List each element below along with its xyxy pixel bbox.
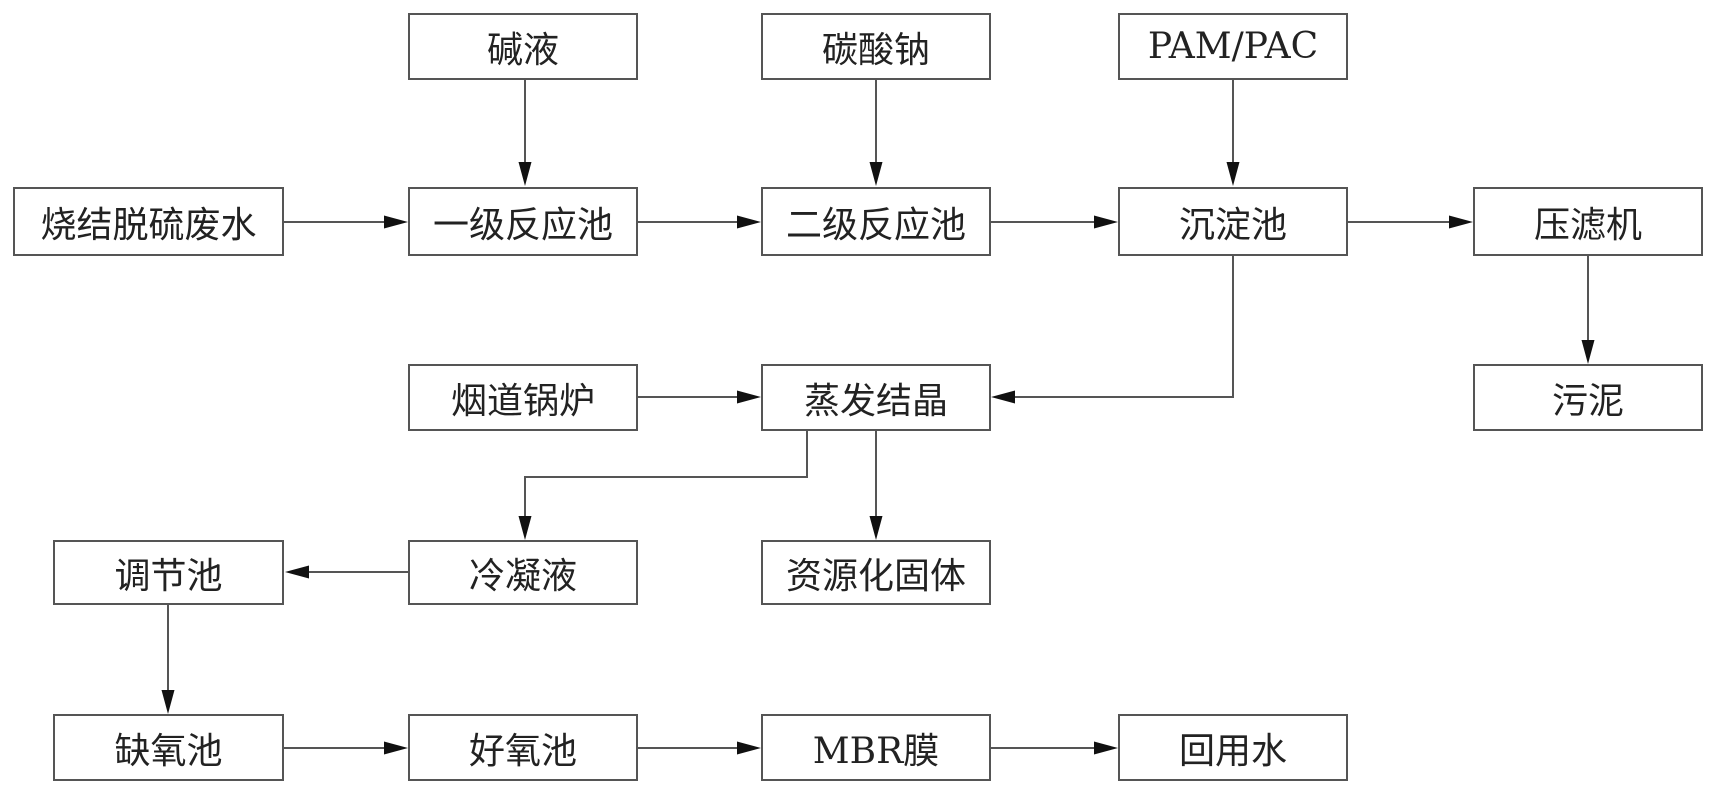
node-filter-press: 压滤机: [1473, 187, 1703, 256]
node-flue-boiler: 烟道锅炉: [408, 364, 638, 431]
node-regulating-tank: 调节池: [53, 540, 284, 605]
node-sodium-carbonate: 碳酸钠: [761, 13, 991, 80]
node-alkali: 碱液: [408, 13, 638, 80]
arrowhead: [285, 565, 309, 579]
edge-sedimentation-tank-to-evaporative-crystallization: [1012, 256, 1234, 398]
arrowhead: [1449, 215, 1473, 229]
node-mbr-membrane: MBR膜: [761, 714, 991, 781]
node-secondary-reactor: 二级反应池: [761, 187, 991, 256]
arrowhead: [1094, 741, 1118, 755]
arrowhead: [518, 162, 532, 186]
arrowhead: [161, 690, 175, 714]
node-aerobic-tank: 好氧池: [408, 714, 638, 781]
arrowhead: [869, 516, 883, 540]
arrowhead: [1094, 215, 1118, 229]
node-sludge: 污泥: [1473, 364, 1703, 431]
node-condensate: 冷凝液: [408, 540, 638, 605]
node-wastewater: 烧结脱硫废水: [13, 187, 284, 256]
arrowhead: [737, 390, 761, 404]
arrowhead: [991, 390, 1015, 404]
arrowhead: [1226, 162, 1240, 186]
node-sedimentation-tank: 沉淀池: [1118, 187, 1348, 256]
arrowhead: [1581, 340, 1595, 364]
node-pam-pac: PAM/PAC: [1118, 13, 1348, 80]
node-evaporative-crystallization: 蒸发结晶: [761, 364, 991, 431]
edge-evaporative-crystallization-to-condensate: [524, 431, 808, 519]
arrowhead: [737, 741, 761, 755]
node-primary-reactor: 一级反应池: [408, 187, 638, 256]
arrowhead: [869, 162, 883, 186]
node-anoxic-tank: 缺氧池: [53, 714, 284, 781]
arrowhead: [737, 215, 761, 229]
arrowhead: [518, 516, 532, 540]
arrowhead: [384, 215, 408, 229]
arrowhead: [384, 741, 408, 755]
node-resource-solids: 资源化固体: [761, 540, 991, 605]
node-reclaimed-water: 回用水: [1118, 714, 1348, 781]
